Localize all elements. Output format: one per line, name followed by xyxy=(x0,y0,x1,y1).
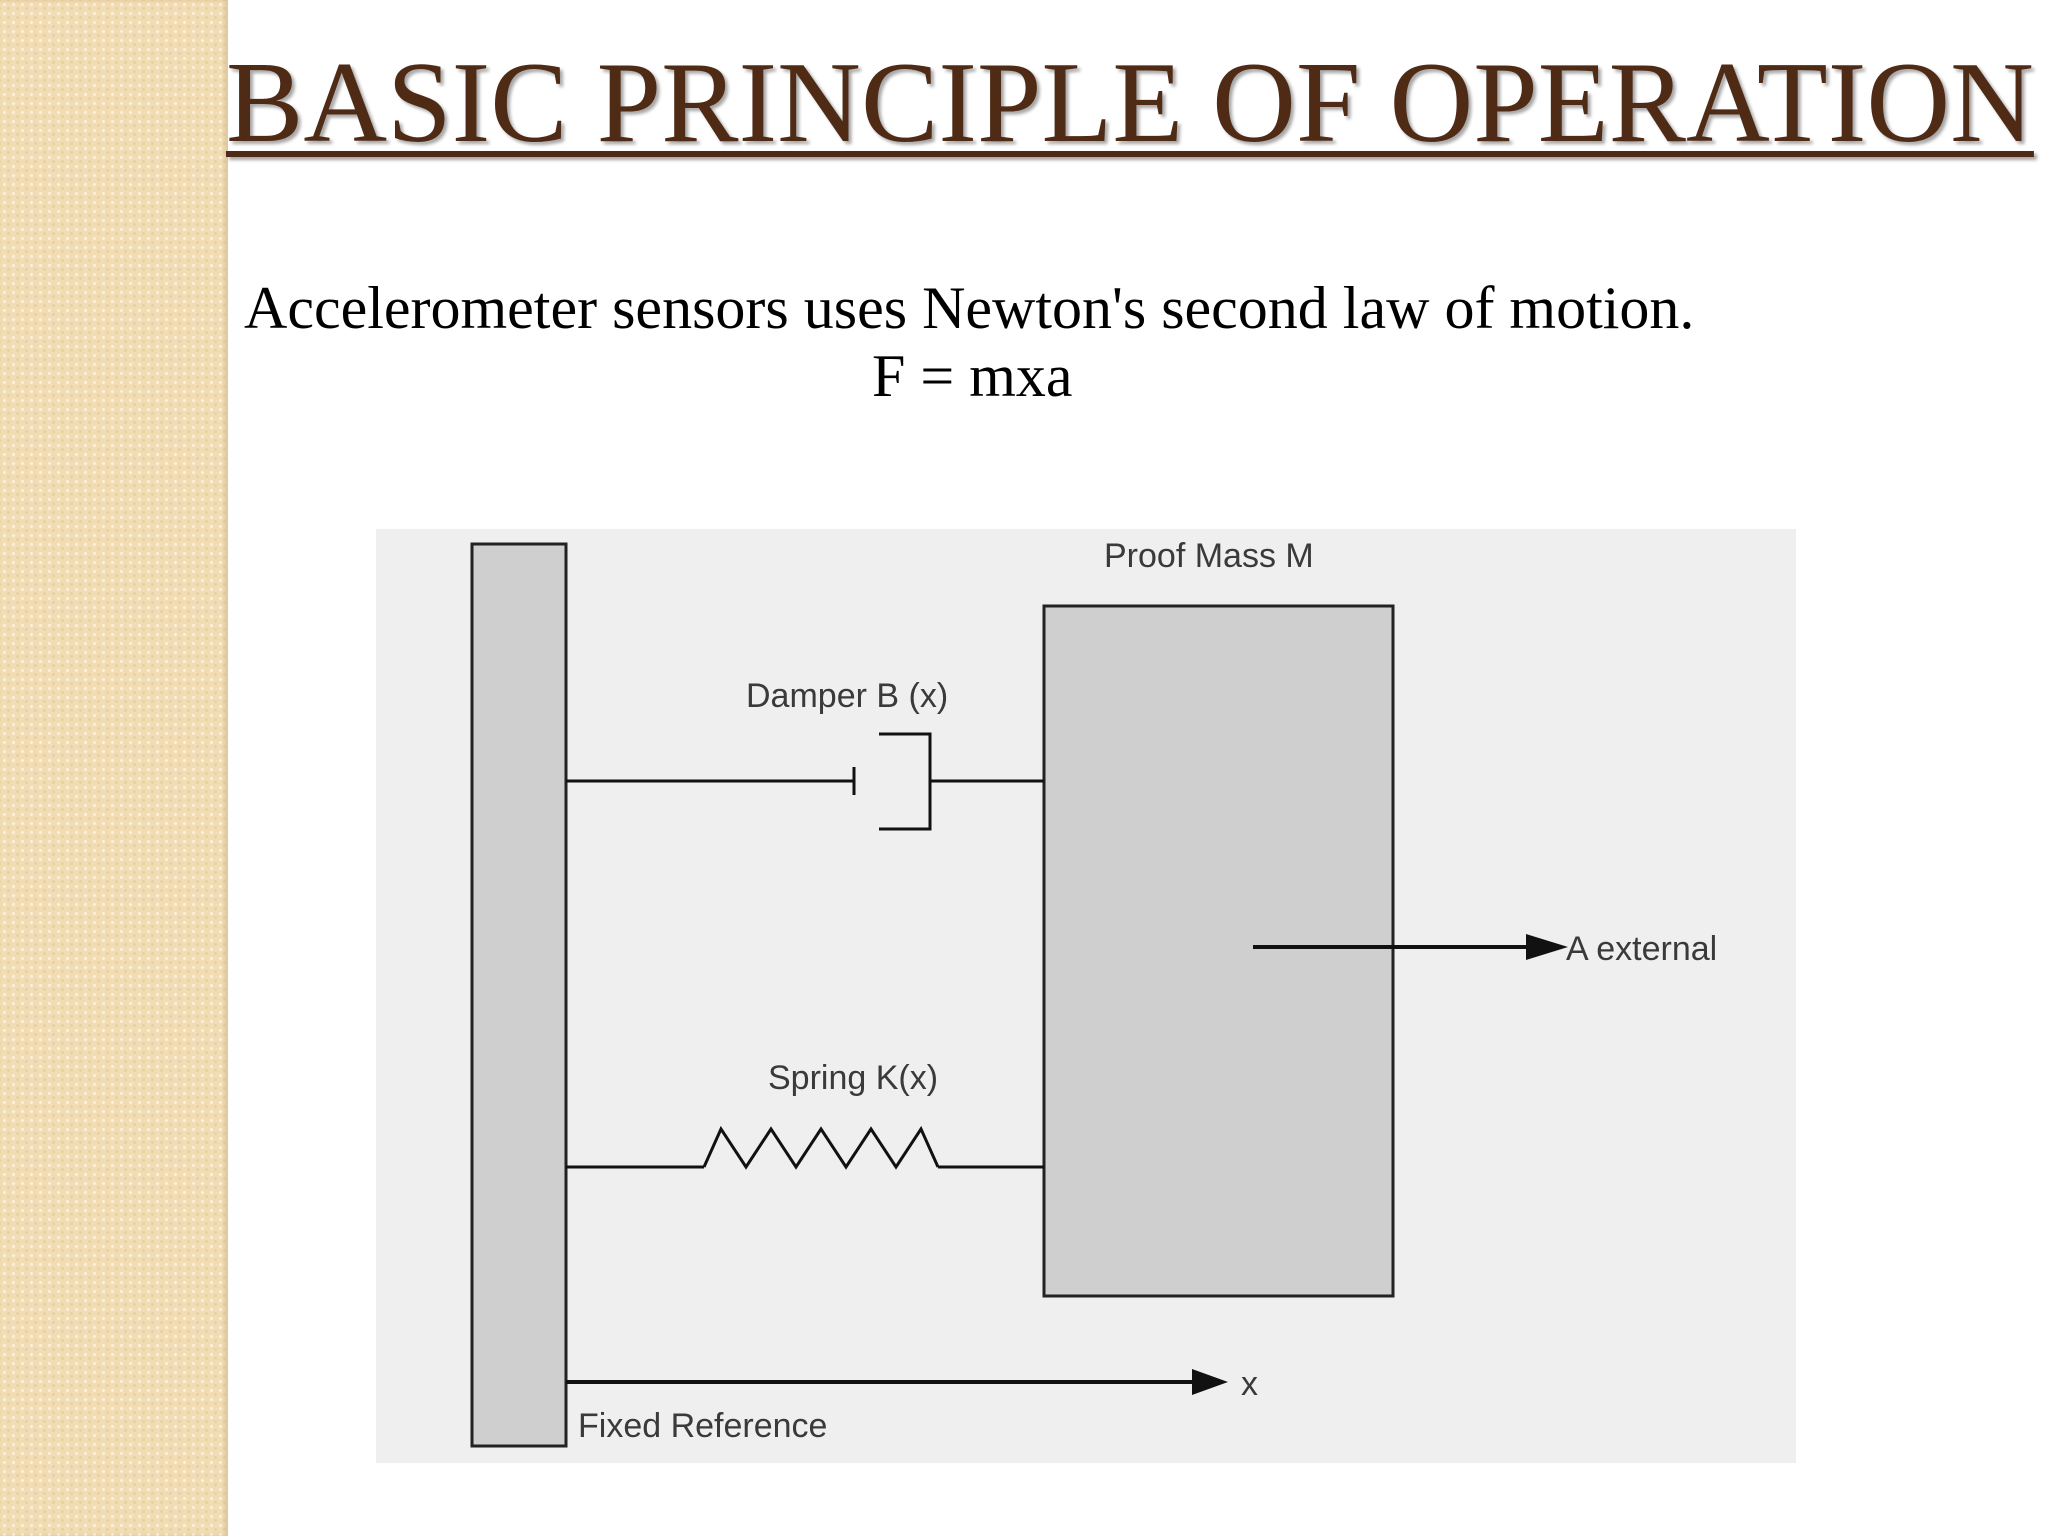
accelerometer-diagram: Proof Mass M Damper B (x) A external Spr… xyxy=(376,529,1796,1463)
spring-label: Spring K(x) xyxy=(768,1059,938,1097)
decorative-side-strip xyxy=(0,0,228,1536)
force-equation: F = mxa xyxy=(872,343,1073,409)
newton-law-statement: Accelerometer sensors uses Newton's seco… xyxy=(244,275,1695,341)
slide-title: BASIC PRINCIPLE OF OPERATION xyxy=(226,39,2034,167)
spring-element xyxy=(566,1125,1044,1170)
fixed-reference-label: Fixed Reference xyxy=(578,1407,827,1445)
axis-x-label: x xyxy=(1241,1365,1258,1403)
proof-mass-block xyxy=(1042,604,1395,1298)
x-axis-arrow xyxy=(566,1369,1228,1395)
slide-body-text: Accelerometer sensors uses Newton's seco… xyxy=(244,274,2024,410)
proof-mass-label: Proof Mass M xyxy=(1104,537,1314,575)
damper-element xyxy=(566,732,1044,831)
fixed-reference-wall xyxy=(470,542,568,1448)
acceleration-label: A external xyxy=(1566,930,1717,968)
damper-label: Damper B (x) xyxy=(746,677,948,715)
external-acceleration-arrow xyxy=(1253,934,1568,960)
